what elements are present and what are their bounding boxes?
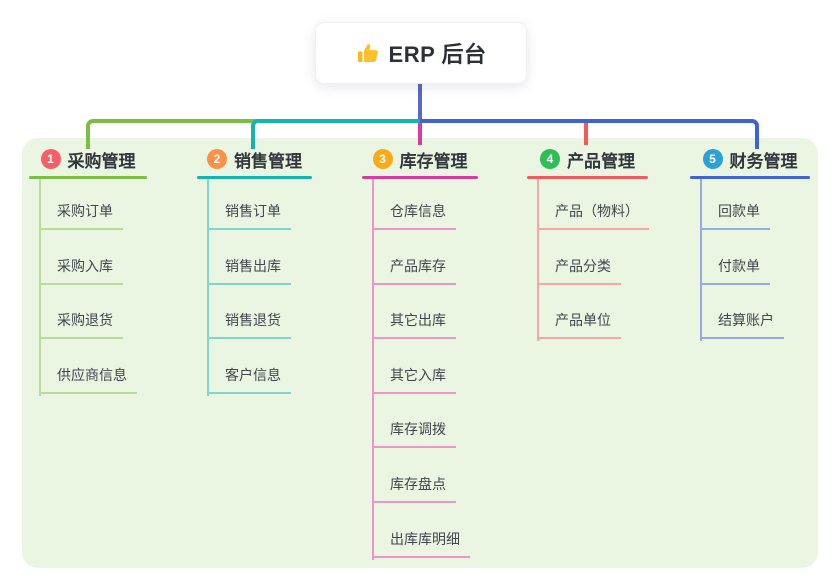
branch-node-5[interactable]: 5 财务管理 (690, 147, 810, 171)
branch-number-badge: 4 (540, 149, 560, 169)
branch-underline (29, 176, 147, 179)
branch-label: 产品管理 (567, 151, 635, 171)
branch-node-3[interactable]: 3 库存管理 (362, 147, 478, 171)
root-node[interactable]: ERP 后台 (315, 22, 527, 84)
branch-child-trunk (207, 179, 209, 396)
branch-child-trunk (537, 179, 539, 342)
branch-label: 采购管理 (67, 151, 136, 171)
branch-number-badge: 5 (702, 149, 723, 169)
leaf-node[interactable]: 回款单 (700, 202, 770, 230)
leaf-node[interactable]: 销售退货 (207, 311, 291, 340)
branch-underline (362, 176, 478, 179)
leaf-node[interactable]: 其它出库 (372, 311, 456, 340)
branch-number-badge: 2 (207, 149, 227, 169)
leaf-node[interactable]: 采购入库 (39, 257, 123, 285)
branches-background-panel (22, 138, 818, 568)
leaf-node[interactable]: 产品（物料） (537, 202, 649, 230)
leaf-node[interactable]: 库存盘点 (372, 475, 456, 503)
leaf-node[interactable]: 销售订单 (207, 202, 291, 230)
connector-branch-3 (418, 123, 422, 145)
branch-node-2[interactable]: 2 销售管理 (197, 147, 312, 171)
branch-label: 财务管理 (729, 151, 798, 171)
branch-number-badge: 3 (372, 149, 393, 169)
leaf-node[interactable]: 销售出库 (207, 257, 291, 285)
connector-branch-4 (584, 123, 588, 145)
connector-root-stem (418, 82, 422, 123)
branch-underline (527, 176, 648, 179)
branch-label: 库存管理 (399, 151, 468, 171)
leaf-node[interactable]: 供应商信息 (39, 366, 137, 394)
connector-branch-2 (251, 119, 426, 149)
connector-branch-1 (86, 119, 257, 149)
branch-child-trunk (39, 179, 41, 396)
leaf-node[interactable]: 采购订单 (39, 202, 123, 230)
branch-underline (197, 176, 312, 179)
leaf-node[interactable]: 其它入库 (372, 366, 456, 394)
thumbs-up-icon (356, 41, 380, 65)
leaf-node[interactable]: 采购退货 (39, 311, 123, 340)
branch-underline (690, 176, 810, 179)
leaf-node[interactable]: 客户信息 (207, 366, 291, 394)
branch-child-trunk (372, 179, 374, 560)
branch-number-badge: 1 (40, 149, 61, 169)
leaf-node[interactable]: 库存调拨 (372, 420, 456, 449)
leaf-node[interactable]: 出库库明细 (372, 530, 470, 558)
connector-branch-5 (420, 119, 759, 149)
branch-node-1[interactable]: 1 采购管理 (29, 147, 147, 171)
leaf-node[interactable]: 仓库信息 (372, 202, 456, 230)
branch-node-4[interactable]: 4 产品管理 (527, 147, 648, 171)
branch-label: 销售管理 (234, 151, 302, 171)
leaf-node[interactable]: 产品分类 (537, 257, 621, 285)
leaf-node[interactable]: 产品库存 (372, 257, 456, 285)
root-node-label: ERP 后台 (388, 42, 487, 67)
leaf-node[interactable]: 付款单 (700, 257, 770, 285)
branch-child-trunk (700, 179, 702, 342)
leaf-node[interactable]: 结算账户 (700, 311, 784, 340)
leaf-node[interactable]: 产品单位 (537, 311, 621, 340)
